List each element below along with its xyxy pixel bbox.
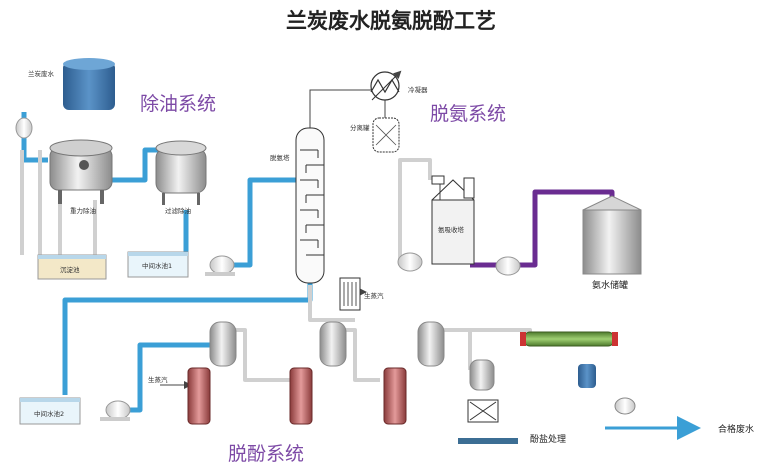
mid-pool-2-label: 中间水池2 [34,409,64,418]
pump-icon [15,117,33,139]
steam-label-2: 生蒸汽 [148,375,168,384]
absorber-label: 氨吸收塔 [438,225,465,234]
deammonia-tower-label: 脱氨塔 [270,153,290,162]
ammonia-storage-tank [582,195,642,275]
separator-tank [372,117,400,153]
pump-icon [205,255,235,276]
heat-exchanger [520,331,618,347]
condenser [370,70,402,101]
evaporator-stage-1 [187,321,237,425]
deammonia-tower [295,127,325,284]
salt-label: 酚盐处理 [530,433,566,445]
mid-pool-1-label: 中间水池1 [142,261,172,270]
oil-system-label: 除油系统 [140,93,216,115]
pump-icon [100,400,131,421]
raw-water-label: 兰炭废水 [28,69,55,78]
evaporator-stage-3 [383,321,445,425]
ammonia-system-label: 脱氨系统 [430,103,506,125]
filter-oil-vessel [155,140,207,205]
mid-pool-1 [127,251,189,278]
phenol-system-label: 脱酚系统 [228,443,304,465]
settling-tank-label: 沉淀池 [60,265,80,274]
product-vessel [578,364,636,415]
ammonia-absorber [431,175,475,265]
salt-separator [458,359,518,444]
steam-label-1: 生蒸汽 [364,291,384,300]
diagram-title: 兰炭废水脱氨脱酚工艺 [286,8,496,33]
ammonia-tank-label: 氨水储罐 [592,279,628,291]
condenser-label: 冷凝器 [408,85,428,94]
separator-label: 分离罐 [350,123,370,132]
settling-tank [37,254,107,280]
evaporator-stage-2 [289,321,347,425]
raw-water-tank [63,58,115,110]
gravity-oil-separator [49,139,113,204]
steam-pipes [20,150,532,382]
qualified-water-label: 合格废水 [718,423,754,435]
filter-oil-label: 过滤除油 [165,206,191,215]
pump-icon [397,252,521,276]
gravity-oil-label: 重力除油 [70,206,96,215]
reboiler [339,277,361,311]
mid-pool-2 [19,397,81,425]
